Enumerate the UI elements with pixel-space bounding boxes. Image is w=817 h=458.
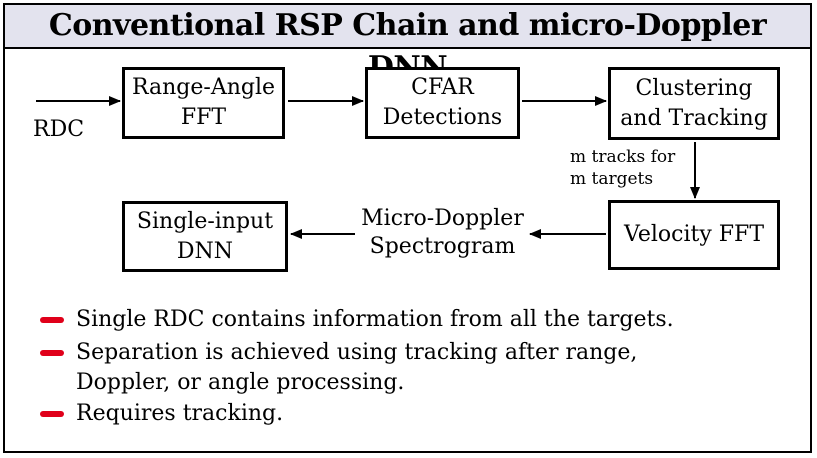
clustering-line-2: and Tracking [620, 105, 768, 131]
clustering-tracking-box: Clustering and Tracking [608, 67, 780, 140]
spectrogram-line-2: Spectrogram [369, 234, 516, 259]
cfar-detections-box: CFAR Detections [365, 67, 520, 139]
single-input-dnn-box: Single-input DNN [122, 201, 288, 272]
tracks-line-2: m targets [570, 169, 654, 189]
bullet-2-line-1: Separation is achieved using tracking af… [76, 340, 638, 365]
range-angle-fft-line-2: FFT [180, 105, 227, 130]
clustering-line-1: Clustering [635, 75, 753, 101]
range-angle-fft-line-1: Range-Angle [131, 75, 276, 100]
red-dash-icon [40, 317, 64, 323]
tracks-line-1: m tracks for [570, 147, 676, 167]
cfar-line-1: CFAR [411, 75, 474, 100]
red-dash-icon [40, 411, 64, 417]
bullet-item-2: Separation is achieved using tracking af… [40, 339, 740, 395]
range-angle-fft-box: Range-Angle FFT [122, 67, 285, 139]
bullet-item-1: Single RDC contains information from all… [40, 306, 740, 334]
red-dash-icon [40, 350, 64, 356]
bullet-2-line-2: Doppler, or angle processing. [76, 370, 405, 395]
spectrogram-line-1: Micro-Doppler [361, 206, 524, 231]
dnn-line-2: DNN [176, 238, 234, 264]
bullet-item-3: Requires tracking. [40, 400, 740, 428]
velocity-fft-label: Velocity FFT [624, 222, 764, 247]
tracks-label: m tracks for m targets [570, 146, 690, 190]
spectrogram-label: Micro-Doppler Spectrogram [350, 205, 535, 261]
dnn-line-1: Single-input [136, 208, 274, 234]
bullet-1-text: Single RDC contains information from all… [76, 307, 674, 332]
velocity-fft-box: Velocity FFT [608, 200, 780, 270]
bullet-3-text: Requires tracking. [76, 401, 284, 426]
input-label: RDC [33, 117, 85, 142]
cfar-line-2: Detections [382, 105, 503, 130]
